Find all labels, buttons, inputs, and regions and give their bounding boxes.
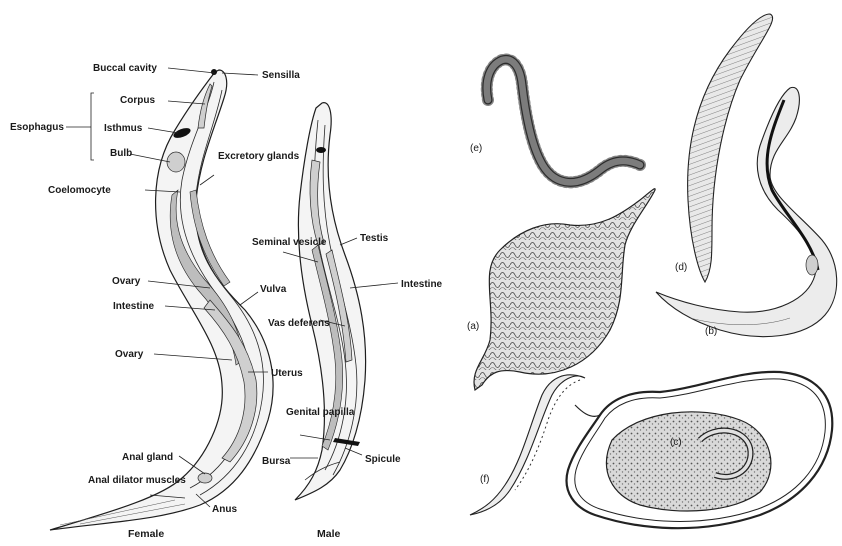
specimen-e xyxy=(487,59,640,182)
label-vas-deferens: Vas deferens xyxy=(268,318,330,329)
label-bulb: Bulb xyxy=(110,148,132,159)
label-specimen-d: (d) xyxy=(675,262,687,273)
label-intestine-female: Intestine xyxy=(113,301,155,312)
label-ovary-lower: Ovary xyxy=(115,349,144,360)
label-isthmus: Isthmus xyxy=(104,123,143,134)
label-specimen-a: (a) xyxy=(467,321,479,332)
label-coelomocyte: Coelomocyte xyxy=(48,185,111,196)
label-intestine-male: Intestine xyxy=(401,279,443,290)
label-anal-dilator-muscles: Anal dilator muscles xyxy=(88,475,186,486)
label-specimen-e: (e) xyxy=(470,143,482,154)
label-bursa: Bursa xyxy=(262,456,291,467)
specimen-c xyxy=(567,372,833,528)
label-uterus: Uterus xyxy=(271,368,303,379)
label-anal-gland: Anal gland xyxy=(122,452,173,463)
label-ovary-upper: Ovary xyxy=(112,276,141,287)
male-worm xyxy=(295,103,366,500)
label-excretory-glands: Excretory glands xyxy=(218,151,300,162)
label-corpus: Corpus xyxy=(120,95,155,106)
label-buccal-cavity: Buccal cavity xyxy=(93,63,157,74)
specimen-a xyxy=(474,189,655,390)
caption-male: Male xyxy=(317,528,341,540)
label-esophagus: Esophagus xyxy=(10,122,64,133)
label-seminal-vesicle: Seminal vesicle xyxy=(252,237,327,248)
specimen-f xyxy=(470,375,585,515)
label-testis: Testis xyxy=(360,233,389,244)
label-spicule: Spicule xyxy=(365,454,401,465)
specimen-b xyxy=(656,87,837,336)
label-specimen-b: (b) xyxy=(705,326,717,337)
label-specimen-f: (f) xyxy=(480,474,489,485)
label-specimen-c: (c) xyxy=(670,437,682,448)
label-genital-papilla: Genital papilla xyxy=(286,407,355,418)
label-anus: Anus xyxy=(212,504,237,515)
caption-female: Female xyxy=(128,528,164,540)
label-excretory-glands-text: Excretory glands xyxy=(218,151,300,162)
label-sensilla: Sensilla xyxy=(262,70,300,81)
label-vulva: Vulva xyxy=(260,284,287,295)
